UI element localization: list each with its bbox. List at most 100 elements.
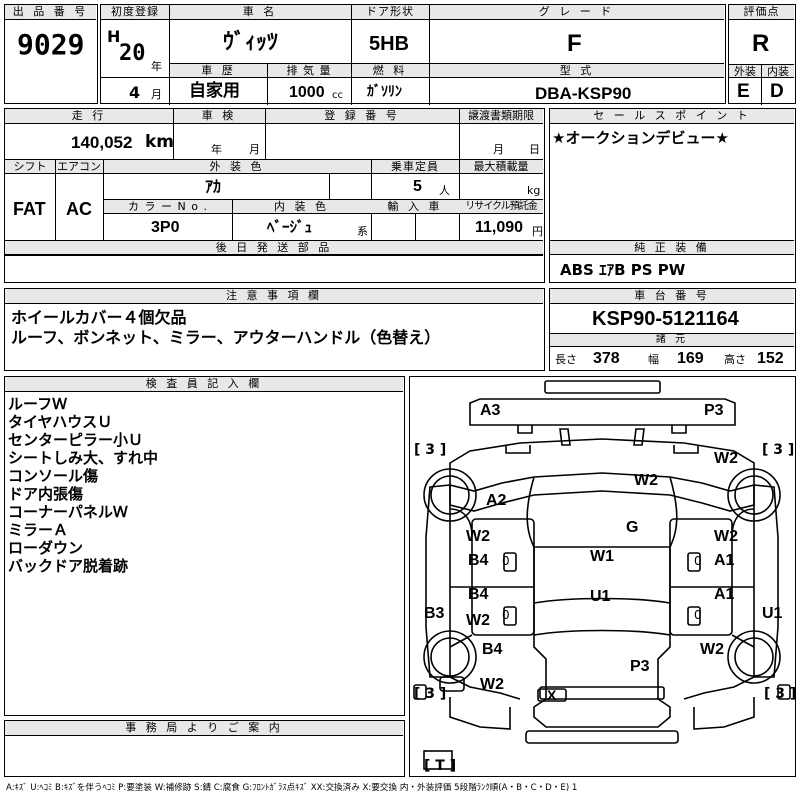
inspector-line: タイヤハウスＵ	[8, 413, 113, 431]
damage-code: P3	[704, 402, 724, 419]
color-no-value: 3P0	[151, 219, 180, 236]
inspector-line: ミラーＡ	[8, 521, 69, 539]
history-value: 自家用	[189, 81, 240, 101]
car-name-value: ｳﾞｨｯﾂ	[223, 30, 279, 55]
damage-code: B4	[482, 641, 503, 658]
equipment-label: 純 正 装 備	[550, 241, 794, 255]
specs-length-label: 長さ	[555, 353, 577, 366]
specs-height: 152	[757, 350, 784, 367]
legend-text: A:ｷｽﾞ U:ﾍｺﾐ B:ｷｽﾞを伴うﾍｺﾐ P:要塗装 W:補修跡 S:錆 …	[6, 783, 578, 793]
interior-grade-value: D	[770, 81, 784, 102]
displacement-label: 排 気 量	[267, 64, 351, 78]
caution-box: 注 意 事 項 欄 ホイールカバー４個欠品 ルーフ、ボンネット、ミラー、アウター…	[4, 288, 545, 371]
tire-front-right	[727, 630, 781, 684]
zero-mark: 0	[694, 554, 702, 568]
damage-code: G	[626, 519, 639, 536]
roof-shape	[517, 425, 687, 434]
damage-code: W2	[480, 676, 504, 693]
car-outline	[413, 380, 791, 770]
displacement-unit: cc	[332, 90, 343, 101]
first-reg-month: 4	[129, 83, 141, 102]
inspector-line: ローダウン	[8, 539, 84, 557]
color-no-label: カ ラ ー N o .	[104, 200, 232, 214]
damage-code: W1	[590, 548, 614, 565]
int-color-suffix: 系	[357, 225, 368, 238]
inspector-line: コーナーパネルＷ	[8, 503, 128, 521]
car-body-shape	[449, 438, 755, 492]
reg-no-label: 登 録 番 号	[265, 109, 459, 124]
inspection-year-unit: 年	[211, 143, 222, 156]
zero-mark: 0	[502, 608, 510, 622]
model-value: DBA-KSP90	[535, 84, 632, 103]
transfer-day-unit: 日	[529, 143, 540, 156]
tire-front-left	[423, 630, 477, 684]
shift-value: FAT	[13, 199, 46, 219]
lot-cell: 出 品 番 号 9029	[4, 4, 98, 104]
fuel-label: 燃 料	[351, 64, 429, 78]
grade-label: グ レ ー ド	[429, 5, 724, 20]
damage-code: W2	[714, 528, 738, 545]
inspector-label: 検 査 員 記 入 欄	[5, 377, 403, 392]
damage-code: A3	[480, 402, 501, 419]
exterior-grade-value: E	[737, 81, 750, 102]
later-parts-label: 後 日 発 送 部 品	[5, 241, 543, 255]
capacity-label: 乗車定員	[371, 160, 459, 174]
sales-point-label: セ ー ル ス ポ イ ン ト	[550, 109, 794, 124]
damage-code: W2	[466, 612, 490, 629]
chassis-box: 車 台 番 号 KSP90-5121164 諸 元 長さ 378 幅 169 高…	[549, 288, 796, 371]
recycle-value: 11,090	[475, 219, 524, 236]
damage-code: W2	[466, 528, 490, 545]
max-load-unit: kg	[527, 184, 541, 197]
first-reg-era: H	[107, 27, 121, 46]
damage-code: B4	[468, 586, 489, 603]
inspector-line: バックドア脱着跡	[8, 557, 129, 575]
equipment-value: ABS ｴｱB PS PW	[560, 261, 686, 279]
inspector-line: コンソール傷	[8, 467, 99, 485]
zero-mark: 0	[694, 608, 702, 622]
import-label: 輸 入 車	[371, 200, 459, 214]
door-value: 5HB	[369, 33, 410, 55]
score-value: R	[752, 30, 770, 57]
int-color-label: 内 装 色	[232, 200, 371, 214]
grade-value: F	[567, 30, 582, 57]
history-label: 車 歴	[170, 64, 267, 78]
recycle-unit: 円	[532, 225, 543, 238]
chassis-label: 車 台 番 号	[550, 289, 794, 304]
specs-width-label: 幅	[648, 353, 659, 366]
office-label: 事 務 局 よ り ご 案 内	[5, 721, 403, 736]
first-reg-year-unit: 年	[151, 60, 162, 73]
zero-mark: 0	[502, 554, 510, 568]
tire-mark: [ 3 ]	[414, 686, 447, 702]
top-info-table: 出 品 番 号 9029 初度登録 車 名 ドア形状 グ レ ー ド H 20 …	[4, 4, 796, 105]
front-bumper-shape	[449, 697, 755, 730]
inspector-line: ルーフＷ	[8, 395, 68, 413]
max-load-label: 最大積載量	[459, 160, 543, 174]
rear-view-shape	[469, 398, 736, 426]
damage-code: A2	[486, 492, 507, 509]
first-reg-label: 初度登録	[101, 5, 169, 20]
score-block: 評価点 R 外装 内装 E D	[728, 4, 796, 105]
inspector-line: シートしみ大、すれ中	[8, 449, 159, 467]
center-body-shape	[533, 547, 671, 635]
chassis-value: KSP90-5121164	[592, 308, 739, 330]
transfer-label: 譲渡書類期限	[459, 109, 543, 124]
left-side-shape	[425, 484, 451, 678]
lot-label: 出 品 番 号	[5, 5, 96, 20]
sales-point-box: セ ー ル ス ポ イ ン ト ★オークションデビュー★ 純 正 装 備 ABS…	[549, 108, 796, 283]
tire-rear-left	[423, 468, 477, 522]
transfer-month-unit: 月	[493, 143, 504, 156]
displacement-value: 1000	[289, 84, 325, 101]
inspection-label: 車 検	[173, 109, 265, 124]
first-reg-year: 20	[119, 41, 146, 66]
tire-rear-right	[727, 468, 781, 522]
aircon-label: エアコン	[55, 160, 103, 174]
shift-label: シフト	[5, 160, 55, 174]
capacity-unit: 人	[439, 184, 450, 197]
caution-line: ルーフ、ボンネット、ミラー、アウターハンドル（色替え）	[11, 328, 441, 347]
damage-code: P3	[630, 658, 650, 675]
recycle-label: リサイクル預託金	[459, 200, 543, 214]
car-header-block: 初度登録 車 名 ドア形状 グ レ ー ド H 20 年 4 月 ｳﾞｨｯﾂ 5…	[100, 4, 726, 105]
aircon-value: AC	[66, 199, 92, 219]
car-name-label: 車 名	[169, 5, 351, 20]
rear-bumper-shape	[544, 380, 661, 394]
